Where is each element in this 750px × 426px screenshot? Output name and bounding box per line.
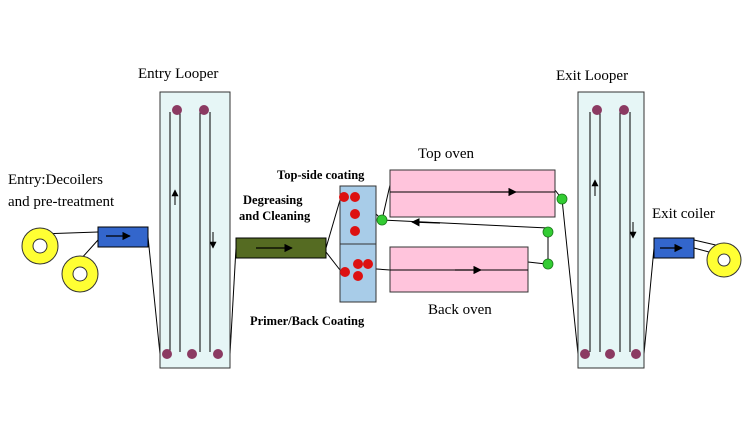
pretreatment-unit — [97, 226, 149, 248]
primer-back-coating-label: Primer/Back Coating — [250, 314, 365, 328]
exit-coiler-label: Exit coiler — [652, 206, 715, 222]
back-oven — [389, 246, 529, 293]
entry-decoiler-upper — [21, 227, 59, 265]
top-oven-label: Top oven — [418, 146, 475, 162]
entry-looper — [159, 91, 231, 369]
return-strip-arrow — [411, 218, 441, 227]
strip-path — [39, 184, 725, 355]
exit-looper-label: Exit Looper — [556, 68, 628, 84]
exit-coiler — [706, 242, 742, 278]
entry-decoilers-label-line2: and pre-treatment — [8, 194, 115, 210]
degreasing-label-line1: Degreasing — [243, 193, 303, 207]
degreasing-cleaning-unit — [235, 237, 327, 259]
degreasing-label-line2: and Cleaning — [239, 209, 311, 223]
exit-shear-unit — [653, 237, 695, 259]
entry-decoilers-label-line1: Entry:Decoilers — [8, 172, 103, 188]
entry-decoiler-lower — [61, 255, 99, 293]
top-oven — [389, 169, 556, 218]
coater-unit — [339, 185, 377, 303]
back-oven-label: Back oven — [428, 302, 492, 318]
guide-rollers — [376, 193, 568, 270]
exit-looper — [577, 91, 645, 369]
top-side-coating-label: Top-side coating — [277, 168, 365, 182]
entry-looper-label: Entry Looper — [138, 66, 218, 82]
